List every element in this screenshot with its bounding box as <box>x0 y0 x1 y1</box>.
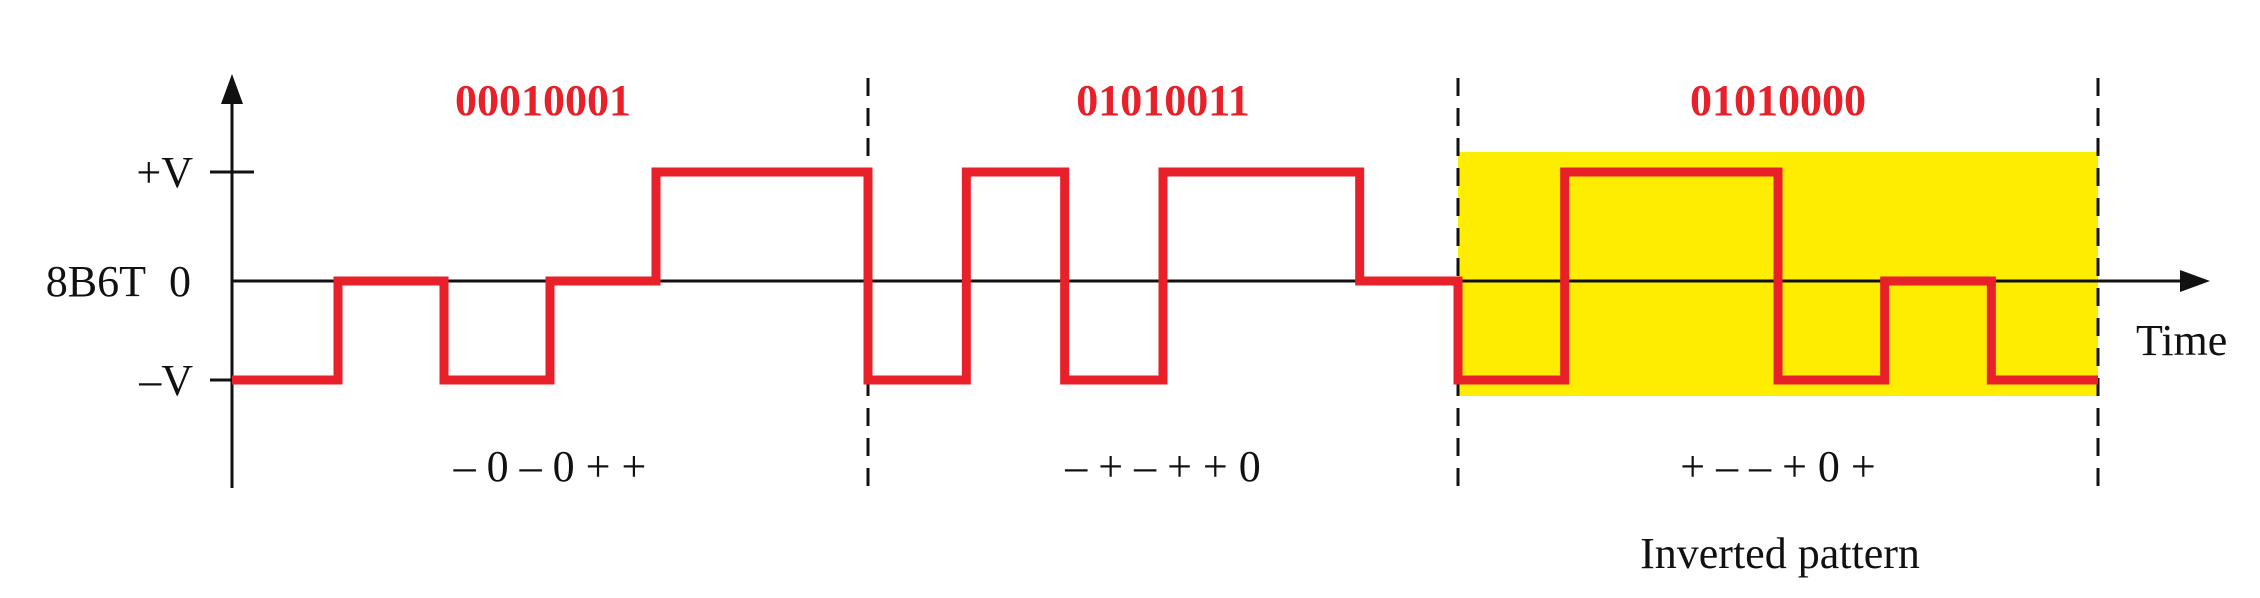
level-label-plus: +V <box>136 148 193 197</box>
pattern-label: + – – + 0 + <box>1680 442 1875 491</box>
level-label-minus: –V <box>138 356 193 405</box>
inverted-pattern-note: Inverted pattern <box>1640 529 1920 578</box>
byte-label: 00010001 <box>455 76 631 125</box>
byte-label: 01010000 <box>1690 76 1866 125</box>
level-label-zero: 0 <box>169 257 191 306</box>
pattern-label: – + – + + 0 <box>1064 442 1260 491</box>
signal-waveform <box>232 167 2098 385</box>
y-axis-label: 8B6T <box>46 257 146 306</box>
pattern-label: – 0 – 0 + + <box>453 442 647 491</box>
byte-label: 01010011 <box>1076 76 1250 125</box>
y-axis-arrow-icon <box>221 74 243 104</box>
x-axis-arrow-icon <box>2180 270 2210 292</box>
x-axis-label: Time <box>2136 316 2227 365</box>
